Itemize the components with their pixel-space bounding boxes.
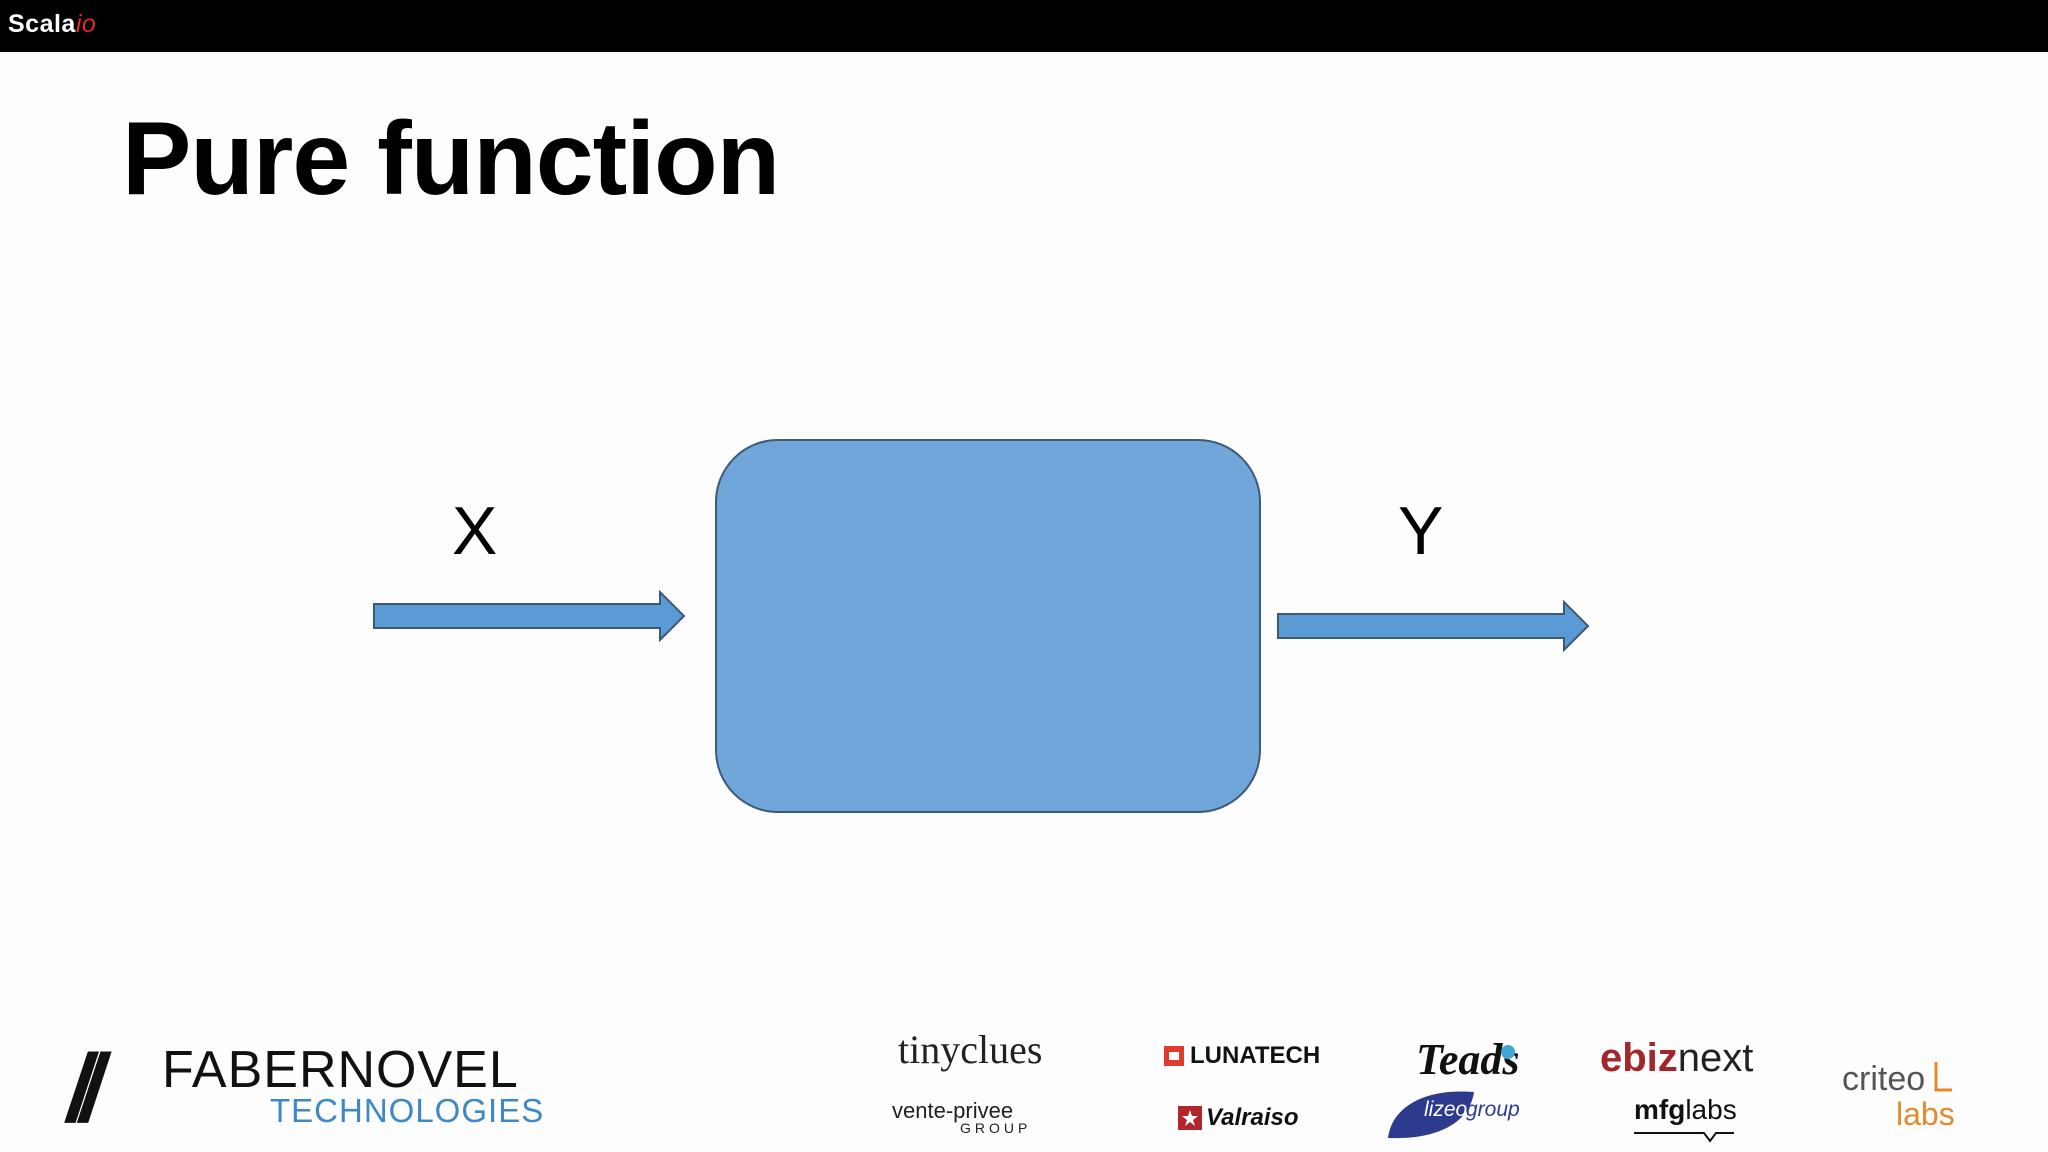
mfglabs-bold: mfg — [1634, 1094, 1686, 1125]
fabernovel-name: FABERNOVEL — [162, 1041, 519, 1099]
scalaio-logo: Scalaio — [8, 10, 96, 39]
lizeo-logo: lizeo — [1424, 1098, 1468, 1121]
brand-accent: io — [75, 10, 97, 38]
lunatech-icon — [1164, 1046, 1184, 1066]
input-arrow — [373, 589, 686, 643]
fabernovel-logo: // FABERNOVEL TECHNOLOGIES — [61, 1035, 544, 1142]
top-bar: Scalaio — [0, 0, 2048, 52]
criteo-logo: criteo — [1842, 1060, 1926, 1098]
output-arrow — [1277, 599, 1590, 653]
valraiso-logo: Valraiso — [1206, 1104, 1299, 1131]
valraiso-icon — [1178, 1106, 1202, 1130]
criteo-bracket-icon — [1934, 1062, 1952, 1092]
teads-badge-icon — [1501, 1045, 1515, 1059]
lizeo-group-text: group — [1466, 1098, 1520, 1121]
mfglabs-logo: mfglabs — [1634, 1094, 1737, 1126]
brand-main: Scala — [8, 10, 76, 38]
lizeo-leaf-icon — [1388, 1091, 1474, 1139]
ebiznext-rest: next — [1677, 1036, 1754, 1080]
mfglabs-underline-icon — [1634, 1132, 1734, 1143]
lunatech-logo: LUNATECH — [1190, 1042, 1321, 1069]
function-box — [715, 439, 1261, 813]
output-label: Y — [1398, 493, 1443, 569]
slide-title: Pure function — [122, 101, 780, 217]
teads-logo: Teads — [1416, 1035, 1520, 1084]
vente-privee-group-text: GROUP — [960, 1120, 1032, 1136]
fabernovel-subtitle: TECHNOLOGIES — [270, 1092, 545, 1129]
tinyclues-logo: tinyclues — [898, 1027, 1043, 1072]
input-label: X — [452, 493, 497, 569]
ebiznext-bold: ebiz — [1600, 1036, 1678, 1080]
vente-privee-logo: vente-privee — [892, 1098, 1014, 1123]
ebiznext-logo: ebiznext — [1600, 1036, 1753, 1081]
mfglabs-rest: labs — [1685, 1094, 1737, 1125]
criteo-labs-text: labs — [1896, 1096, 1955, 1132]
